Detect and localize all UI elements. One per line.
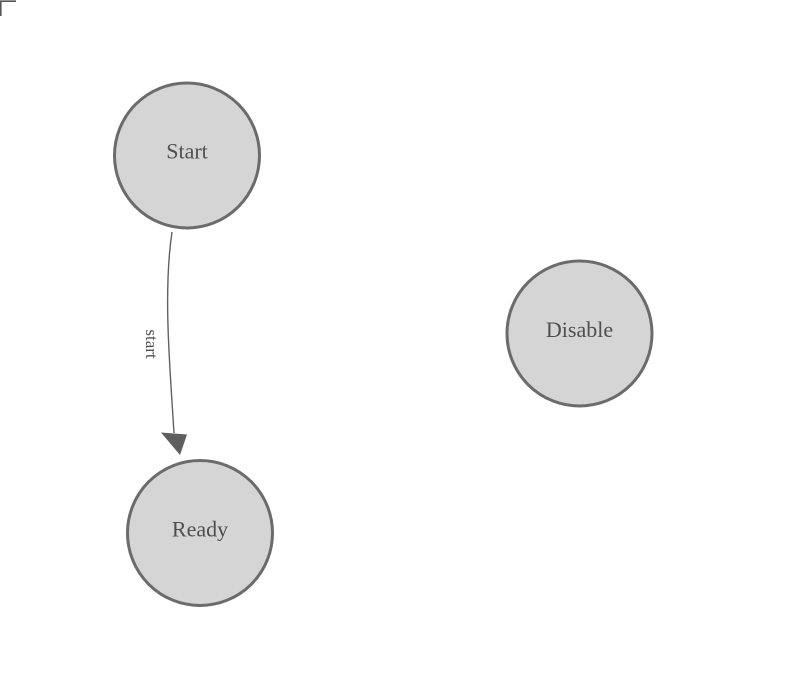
node-ready-circle[interactable] [126,459,274,607]
node-disable[interactable]: Disable [505,259,654,408]
node-start-circle[interactable] [113,81,261,230]
edge-start-to-ready[interactable]: start [142,231,187,456]
node-ready[interactable]: Ready [126,459,274,607]
edge-start-to-ready-path[interactable] [166,231,175,434]
node-disable-circle[interactable] [505,259,654,408]
edge-arrowhead-icon[interactable] [161,432,187,456]
canvas-origin-corner-icon [0,0,16,16]
node-start[interactable]: Start [113,81,261,230]
edge-label-start: start [142,329,161,359]
